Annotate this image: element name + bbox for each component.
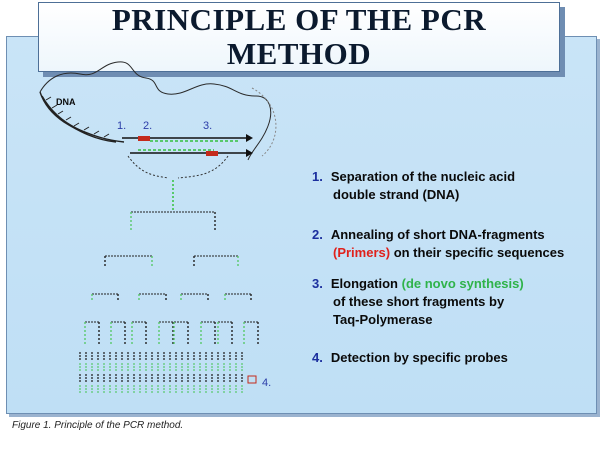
dna-helix <box>39 91 125 143</box>
upper-arrow-icon <box>246 134 253 142</box>
merge-right <box>177 155 229 179</box>
figure-caption: Figure 1. Principle of the PCR method. <box>12 420 184 431</box>
primer-1 <box>138 136 150 141</box>
step-2-line-2-rest: on their specific sequences <box>390 245 565 260</box>
return-curve <box>251 87 277 157</box>
step-1-text: Separation of the nucleic acid <box>330 169 516 184</box>
probe-box <box>247 375 257 384</box>
step-2-text: Annealing of short DNA-fragments <box>330 227 545 242</box>
step-3-line-2: of these short fragments by <box>333 294 505 309</box>
merge-left <box>127 155 169 179</box>
step-3-text: Elongation <box>330 276 402 291</box>
step-2-number: 2. <box>312 227 323 242</box>
step-3: 3. Elongation (de novo synthesis) of thes… <box>312 275 524 329</box>
step-2: 2. Annealing of short DNA-fragments (Prim… <box>312 226 564 262</box>
step-2-line-2: (Primers) on their specific sequences <box>312 244 564 262</box>
marker-3: 3. <box>203 120 212 132</box>
dna-helix-hatch <box>45 96 110 138</box>
marker-4: 4. <box>262 377 271 389</box>
marker-2: 2. <box>143 120 152 132</box>
step-4-text: Detection by specific probes <box>330 350 508 365</box>
slide-panel <box>6 36 597 414</box>
step-4: 4. Detection by specific probes <box>312 349 508 367</box>
title-line-1: PRINCIPLE OF THE PCR <box>111 2 487 37</box>
page-title: PRINCIPLE OF THE PCR METHOD <box>112 3 486 71</box>
step-1: 1. Separation of the nucleic acid double … <box>312 168 515 204</box>
step-1-line-2: double strand (DNA) <box>333 187 460 202</box>
dna-label: DNA <box>56 97 76 107</box>
marker-1: 1. <box>117 120 126 132</box>
step-3-line-3: Taq-Polymerase <box>333 312 433 327</box>
lower-arrow-icon <box>246 149 253 157</box>
step-1-number: 1. <box>312 169 323 184</box>
primers-label: (Primers) <box>333 245 391 260</box>
title-box: PRINCIPLE OF THE PCR METHOD <box>38 2 560 72</box>
title-line-2: METHOD <box>226 36 372 71</box>
primer-2 <box>206 151 218 156</box>
dna-squiggle <box>39 61 272 161</box>
synthesis-label: (de novo synthesis) <box>401 276 524 291</box>
amplification-tree <box>79 180 259 393</box>
step-4-number: 4. <box>312 350 323 365</box>
step-3-number: 3. <box>312 276 323 291</box>
